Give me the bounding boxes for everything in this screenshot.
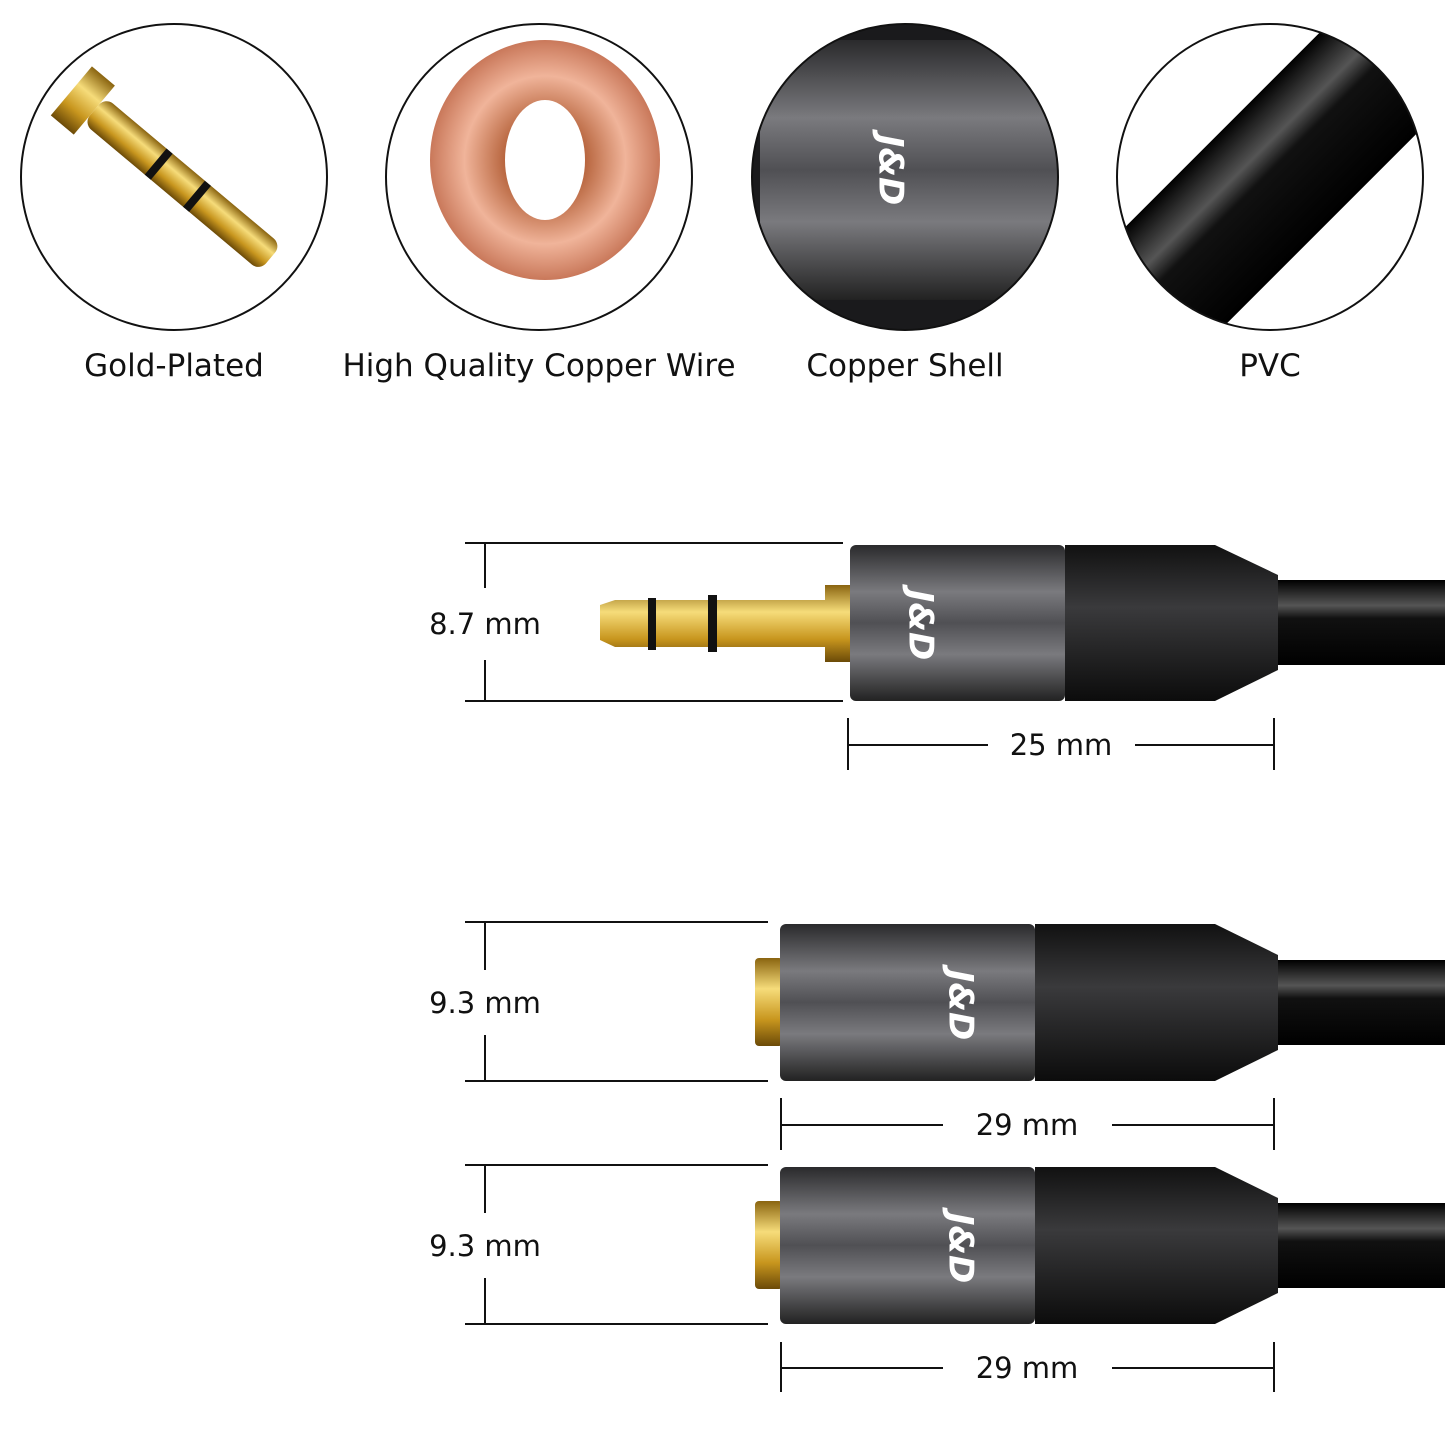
brand-logo: J&D bbox=[940, 969, 981, 1041]
feature-label: Copper Shell bbox=[806, 348, 1004, 384]
dimension-label: 29 mm bbox=[971, 1108, 1083, 1142]
feature-circle-pvc bbox=[1116, 23, 1424, 331]
feature-circle-copper-wire bbox=[385, 23, 693, 331]
feature-label: Gold-Plated bbox=[84, 348, 264, 384]
dimension-label: 8.7 mm bbox=[425, 607, 545, 641]
dimension-label: 9.3 mm bbox=[425, 986, 545, 1020]
dimension-25mm-lines bbox=[847, 718, 1275, 770]
male-plug-connector bbox=[600, 545, 1445, 701]
dimension-label: 29 mm bbox=[971, 1351, 1083, 1385]
brand-logo: J&D bbox=[900, 589, 941, 661]
dimension-label: 9.3 mm bbox=[425, 1229, 545, 1263]
dimension-8-7mm-lines bbox=[465, 542, 843, 702]
brand-logo: J&D bbox=[940, 1212, 981, 1284]
brand-logo: J&D bbox=[870, 134, 911, 206]
female-socket-connector-2 bbox=[755, 1167, 1445, 1324]
dimension-9-3mm-lines-2 bbox=[465, 1164, 1275, 1392]
feature-circle-gold-plated bbox=[20, 23, 328, 331]
female-socket-connector-1 bbox=[755, 924, 1445, 1081]
feature-label: PVC bbox=[1239, 348, 1301, 384]
dimension-label: 25 mm bbox=[1005, 728, 1117, 762]
feature-circle-copper-shell bbox=[751, 23, 1059, 331]
feature-label: High Quality Copper Wire bbox=[342, 348, 736, 384]
dimension-9-3mm-lines-1 bbox=[465, 921, 1275, 1150]
